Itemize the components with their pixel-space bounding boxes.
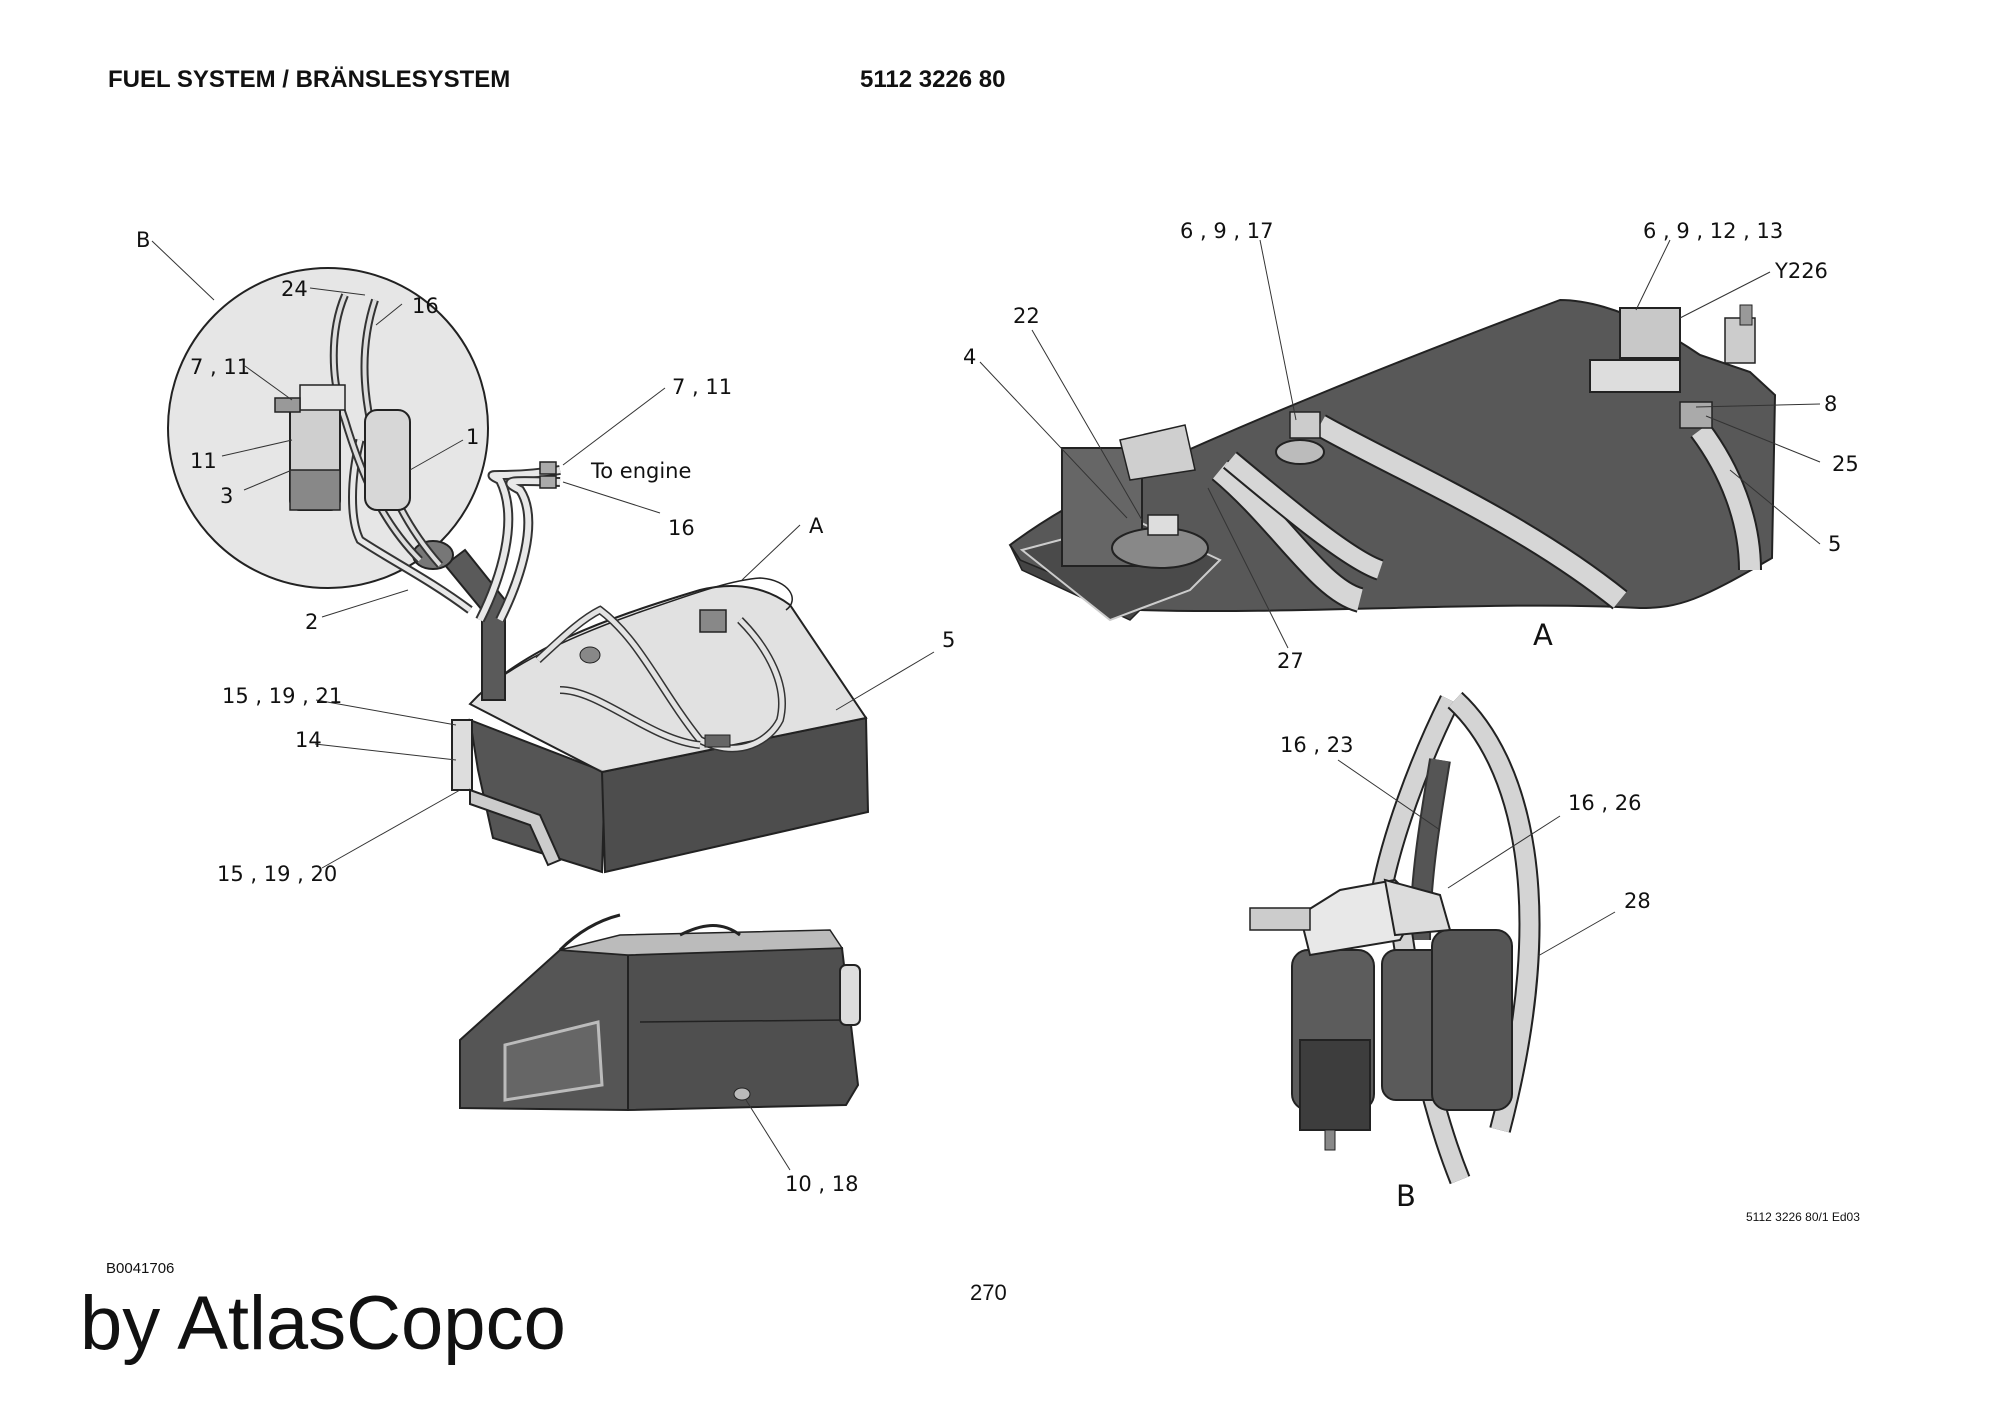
callout-y226: Y226	[1774, 259, 1828, 283]
callout-5: 5	[942, 628, 955, 652]
callout-b: B	[136, 228, 150, 252]
callout-16-engine: 16	[668, 516, 695, 540]
callout-7-11: 7 , 11	[672, 375, 732, 399]
part-number: 5112 3226 80	[860, 66, 1006, 93]
callout-28: 28	[1624, 889, 1651, 913]
callout-5-detail-a: 5	[1828, 532, 1841, 556]
view-label-a: A	[1533, 618, 1553, 652]
callout-3: 3	[220, 484, 233, 508]
callout-24: 24	[281, 277, 308, 301]
callout-10-18: 10 , 18	[785, 1172, 858, 1196]
callout-6-9-17: 6 , 9 , 17	[1180, 219, 1274, 243]
detail-b-filters	[274, 293, 443, 568]
callout-22: 22	[1013, 304, 1040, 328]
callout-16-23: 16 , 23	[1280, 733, 1353, 757]
callout-15-19-20: 15 , 19 , 20	[217, 862, 337, 886]
callout-a: A	[809, 514, 824, 538]
callout-2: 2	[305, 610, 318, 634]
edition-code: 5112 3226 80/1 Ed03	[1746, 1210, 1860, 1224]
view-label-b: B	[1396, 1179, 1416, 1213]
main-tank-left	[348, 438, 870, 874]
page-number: 270	[970, 1280, 1007, 1305]
callout-to-engine: To engine	[590, 459, 691, 483]
watermark-text: by AtlasCopco	[80, 1281, 566, 1366]
doc-id: B0041706	[106, 1260, 175, 1277]
callout-7-11-detail: 7 , 11	[190, 355, 250, 379]
callout-15-19-21: 15 , 19 , 21	[222, 684, 342, 708]
callout-27: 27	[1277, 649, 1304, 673]
callout-6-9-12-13: 6 , 9 , 12 , 13	[1643, 219, 1783, 243]
detail-b-filter-assembly	[1249, 691, 1541, 1185]
leader-lines	[151, 239, 1821, 1171]
callout-16-26: 16 , 26	[1568, 791, 1641, 815]
page-title: FUEL SYSTEM / BRÄNSLESYSTEM	[108, 66, 511, 93]
tank-bottom-view	[459, 913, 861, 1112]
callout-14: 14	[295, 728, 322, 752]
detail-a-tank	[1008, 298, 1777, 622]
callout-1: 1	[466, 425, 479, 449]
callout-11: 11	[190, 449, 217, 473]
callout-4: 4	[963, 345, 976, 369]
callout-8: 8	[1824, 392, 1837, 416]
callout-25: 25	[1832, 452, 1859, 476]
callout-16: 16	[412, 294, 439, 318]
